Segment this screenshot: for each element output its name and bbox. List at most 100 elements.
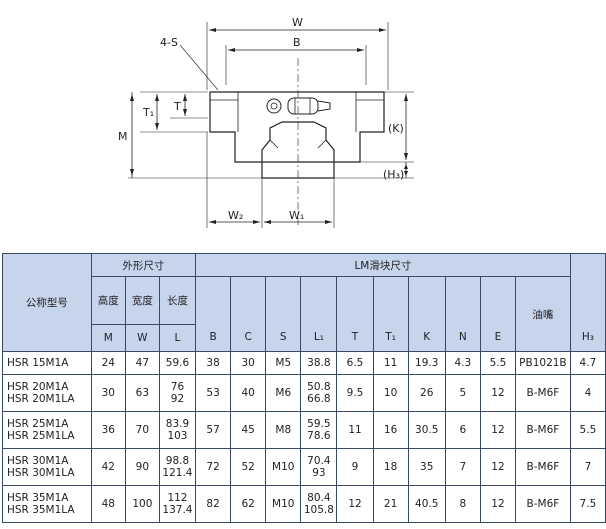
cell-text: 45 xyxy=(241,424,255,436)
cell-text: M8 xyxy=(275,424,292,436)
cell-text: 42 xyxy=(101,461,115,473)
cell-text: 4.7 xyxy=(579,357,597,369)
header-block: LM滑块尺寸 xyxy=(195,253,571,277)
cell-m: 48 xyxy=(90,485,126,523)
cell-text: 5.5 xyxy=(579,424,597,436)
cell-text: B-M6F xyxy=(526,461,560,473)
cell-h3: 7 xyxy=(569,448,606,486)
cell-k: 40.5 xyxy=(407,485,446,523)
cell-text: 12 xyxy=(491,461,505,473)
label-w2: W₂ xyxy=(228,209,243,222)
cell-m: 42 xyxy=(90,448,126,486)
cell-text: HSR 25M1A xyxy=(7,418,69,430)
cell-text: 36 xyxy=(101,424,115,436)
cell-text: 105.8 xyxy=(303,504,334,516)
header-h3: H₃ xyxy=(569,253,606,352)
cell-k: 35 xyxy=(407,448,446,486)
cell-t: 11 xyxy=(336,411,374,449)
cell-text: 40.5 xyxy=(415,498,439,510)
cell-n: 4.3 xyxy=(444,351,481,375)
header-s: S xyxy=(265,276,302,352)
cell-text: M10 xyxy=(272,498,295,510)
cell-text: 78.6 xyxy=(307,430,331,442)
header-c: C xyxy=(230,276,267,352)
cell-text: 5 xyxy=(459,387,467,399)
header-sym-m: M xyxy=(90,324,126,352)
cell-text: 4 xyxy=(584,387,592,399)
cell-t1: 18 xyxy=(372,448,409,486)
cell-n: 8 xyxy=(444,485,481,523)
cell-text: 30 xyxy=(241,357,255,369)
cell-text: 19.3 xyxy=(415,357,439,369)
cell-text: 47 xyxy=(135,357,150,369)
cell-k: 19.3 xyxy=(407,351,446,375)
cell-t: 12 xyxy=(336,485,374,523)
cell-text: 35 xyxy=(420,461,434,473)
cell-text: 11 xyxy=(348,424,362,436)
cell-text: HSR 25M1LA xyxy=(7,430,75,442)
cell-text: 26 xyxy=(420,387,434,399)
cell-e: 5.5 xyxy=(479,351,517,375)
cell-nipple: B-M6F xyxy=(515,411,571,449)
cell-t1: 21 xyxy=(372,485,409,523)
cell-text: 38.8 xyxy=(307,357,331,369)
cell-text: 7 xyxy=(459,461,467,473)
cell-text: 70.4 xyxy=(307,455,331,467)
cell-text: 62 xyxy=(241,498,255,510)
cell-t: 9 xyxy=(336,448,374,486)
cell-nipple: B-M6F xyxy=(515,448,571,486)
cell-text: 100 xyxy=(132,498,153,510)
cell-text: 18 xyxy=(383,461,398,473)
cell-text: B-M6F xyxy=(526,387,560,399)
cell-n: 7 xyxy=(444,448,481,486)
cell-e: 12 xyxy=(479,448,517,486)
cell-text: 4.3 xyxy=(454,357,472,369)
cell-text: 12 xyxy=(491,387,505,399)
cell-w: 47 xyxy=(124,351,160,375)
cell-text: 80.4 xyxy=(307,492,331,504)
header-n: N xyxy=(444,276,481,352)
cell-text: HSR 30M1LA xyxy=(7,467,75,479)
cell-text: B-M6F xyxy=(526,424,560,436)
cell-text: 103 xyxy=(167,430,188,442)
cell-t1: 10 xyxy=(372,374,409,412)
cell-text: 30 xyxy=(101,387,115,399)
cell-t1: 11 xyxy=(372,351,409,375)
header-outline: 外形尺寸 xyxy=(90,253,197,277)
label-w: W xyxy=(292,16,303,29)
cell-text: PB1021B xyxy=(519,357,567,369)
cell-n: 6 xyxy=(444,411,481,449)
cell-w: 100 xyxy=(124,485,160,523)
cell-text: 52 xyxy=(241,461,255,473)
cell-text: 9 xyxy=(351,461,359,473)
cell-text: M6 xyxy=(275,387,292,399)
cell-model: HSR 15M1A xyxy=(2,351,92,375)
header-height: 高度 xyxy=(90,276,126,325)
cell-nipple: B-M6F xyxy=(515,374,571,412)
header-e: E xyxy=(479,276,517,352)
cell-h3: 7.5 xyxy=(569,485,606,523)
cell-text: 82 xyxy=(206,498,220,510)
cell-text: 12 xyxy=(491,498,505,510)
cell-w: 90 xyxy=(124,448,160,486)
cell-text: HSR 20M1LA xyxy=(7,393,75,405)
cell-e: 12 xyxy=(479,374,517,412)
cell-text: 10 xyxy=(383,387,398,399)
cell-text: 72 xyxy=(206,461,220,473)
cell-nipple: B-M6F xyxy=(515,485,571,523)
cell-b: 72 xyxy=(195,448,232,486)
cell-s: M8 xyxy=(265,411,302,449)
cell-w: 63 xyxy=(124,374,160,412)
cell-text: 93 xyxy=(312,467,326,479)
cell-text: 6.5 xyxy=(346,357,364,369)
cell-text: 90 xyxy=(135,461,150,473)
cell-text: 21 xyxy=(383,498,398,510)
